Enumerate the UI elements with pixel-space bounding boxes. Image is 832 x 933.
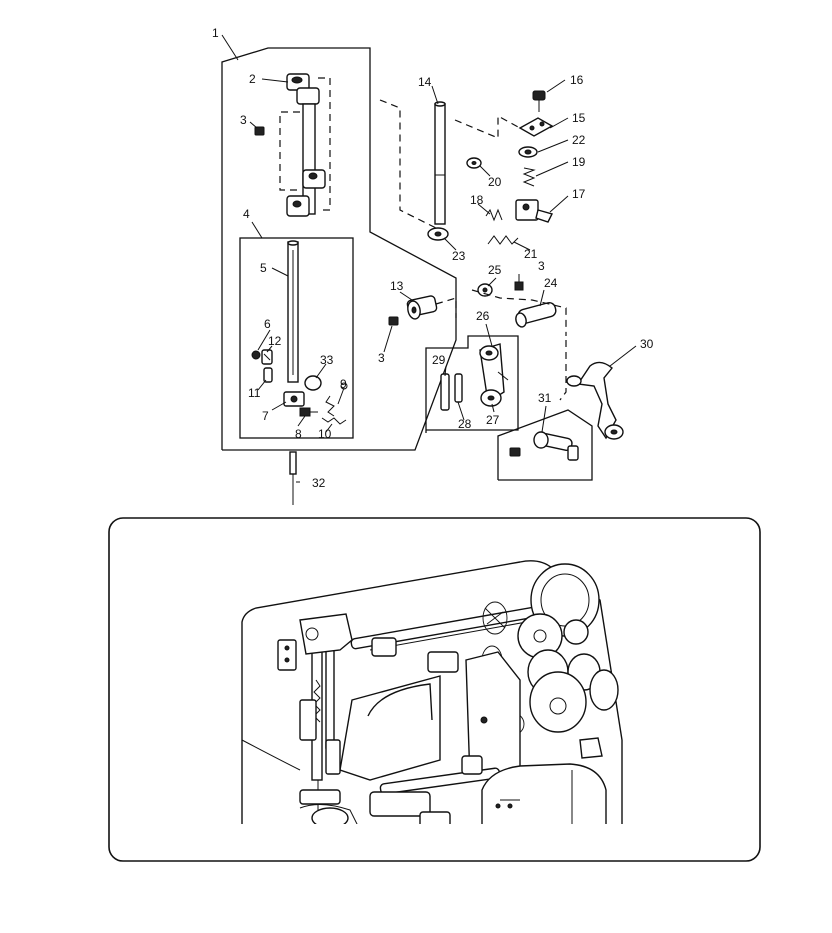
label-part-28: 28 (458, 417, 472, 431)
part-11-clip (263, 367, 273, 383)
part-3-screw-b (514, 281, 524, 291)
label-part-32: 32 (312, 476, 326, 490)
part-15-bracket (518, 117, 554, 137)
label-part-22: 22 (572, 133, 586, 147)
part-33-guide (304, 375, 322, 391)
assembly-outline-1 (221, 47, 457, 451)
label-part-33: 33 (320, 353, 334, 367)
label-part-9: 9 (340, 377, 347, 391)
label-part-24: 24 (544, 276, 558, 290)
label-part-5: 5 (260, 261, 267, 275)
label-part-29: 29 (432, 353, 446, 367)
label-part-2: 2 (249, 72, 256, 86)
part-18-spring (485, 208, 503, 222)
label-part-30: 30 (640, 337, 654, 351)
label-part-15: 15 (572, 111, 586, 125)
part-5-needle-bar (287, 240, 299, 383)
assembly-box-26 (425, 335, 519, 433)
part-19-spring (522, 167, 536, 187)
part-16-screw (532, 90, 546, 112)
label-part-17: 17 (572, 187, 586, 201)
part-23-washer (427, 227, 449, 241)
part-30-lever (566, 361, 624, 440)
part-27-lever (479, 343, 509, 407)
label-part-3b: 3 (538, 259, 545, 273)
part-7-needle-clamp (283, 391, 305, 407)
motor (481, 763, 607, 824)
label-part-10: 10 (318, 427, 332, 441)
part-8-screw (299, 407, 318, 417)
part-32-needle (289, 451, 297, 505)
label-part-1: 1 (212, 26, 219, 40)
leader-lines (221, 34, 637, 483)
label-part-19: 19 (572, 155, 586, 169)
part-13-bushing (406, 295, 438, 320)
label-part-25: 25 (488, 263, 502, 277)
machine-overview-inset (108, 517, 761, 862)
part-10-spring (321, 417, 347, 425)
label-part-14: 14 (418, 75, 432, 89)
label-part-20: 20 (488, 175, 502, 189)
assembly-box-4 (239, 237, 354, 439)
label-part-18: 18 (470, 193, 484, 207)
label-part-27: 27 (486, 413, 500, 427)
part-29-plate (440, 373, 450, 411)
part-number-labels: 1 2 3 4 5 6 12 11 7 33 9 8 10 32 14 16 1… (212, 26, 654, 490)
part-20-ring (466, 157, 482, 169)
label-part-8: 8 (295, 427, 302, 441)
part-6-screw (251, 350, 261, 360)
part-25-collar (477, 283, 493, 297)
label-part-12: 12 (268, 334, 282, 348)
part-22-washer (518, 146, 538, 158)
part-24-shaft (515, 301, 557, 328)
part-2-bracket (279, 73, 331, 217)
label-part-23: 23 (452, 249, 466, 263)
label-part-7: 7 (262, 409, 269, 423)
part-21-spring (487, 235, 519, 245)
part-31-crank (509, 431, 579, 461)
label-part-4: 4 (243, 207, 250, 221)
part-3-screw-a (254, 126, 265, 136)
label-part-21: 21 (524, 247, 538, 261)
label-part-26: 26 (476, 309, 490, 323)
label-part-3: 3 (240, 113, 247, 127)
label-part-13: 13 (390, 279, 404, 293)
part-3-screw-c (388, 316, 399, 326)
part-17-guide (515, 199, 554, 223)
part-12-clamp (261, 349, 273, 365)
label-part-31: 31 (538, 391, 552, 405)
part-14-presser-bar (434, 101, 446, 225)
label-part-3c: 3 (378, 351, 385, 365)
label-part-16: 16 (570, 73, 584, 87)
part-28-link (454, 373, 463, 403)
label-part-11: 11 (248, 386, 261, 400)
assembly-box-31 (497, 409, 593, 481)
label-part-6: 6 (264, 317, 271, 331)
